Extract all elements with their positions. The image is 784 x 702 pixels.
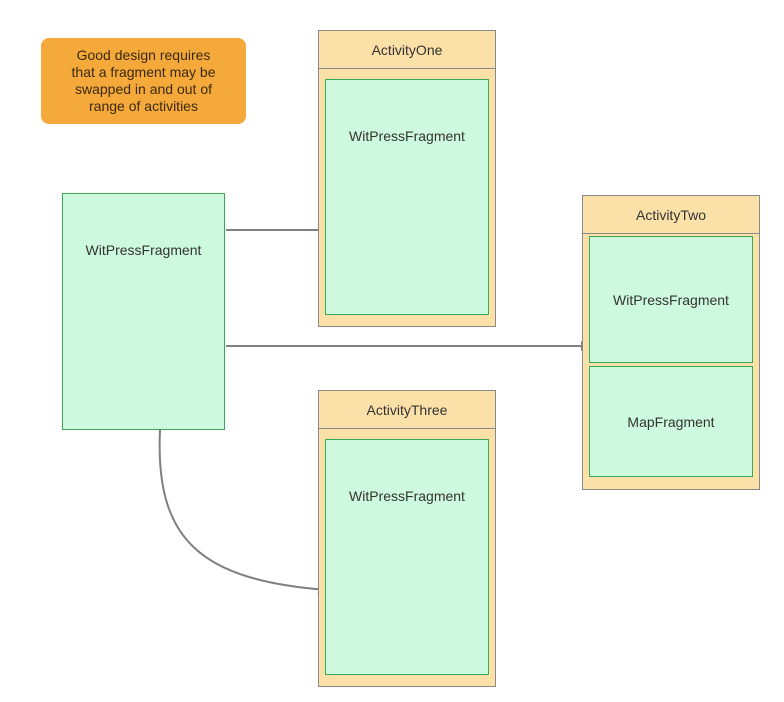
activity-one-fragment-label: WitPressFragment [349,128,465,144]
source-fragment: WitPressFragment [62,193,225,430]
arrow-to-activity-three [158,429,328,595]
activity-two-fragment-bottom: MapFragment [589,366,753,477]
design-note-text: Good design requires that a fragment may… [71,47,216,114]
activity-two-title: ActivityTwo [583,196,759,234]
activity-one: ActivityOne WitPressFragment [318,30,496,327]
activity-two-fragment-top-label: WitPressFragment [613,291,729,308]
activity-two-fragment-bottom-label: MapFragment [627,413,715,430]
activity-three: ActivityThree WitPressFragment [318,390,496,687]
activity-three-title: ActivityThree [319,391,495,429]
design-note: Good design requires that a fragment may… [41,38,246,124]
source-fragment-label: WitPressFragment [85,242,202,258]
activity-three-fragment: WitPressFragment [325,439,489,675]
activity-three-fragment-label: WitPressFragment [349,488,465,504]
activity-one-fragment: WitPressFragment [325,79,489,315]
activity-one-title: ActivityOne [319,31,495,69]
activity-two: ActivityTwo WitPressFragment MapFragment [582,195,760,490]
activity-two-fragment-top: WitPressFragment [589,236,753,363]
